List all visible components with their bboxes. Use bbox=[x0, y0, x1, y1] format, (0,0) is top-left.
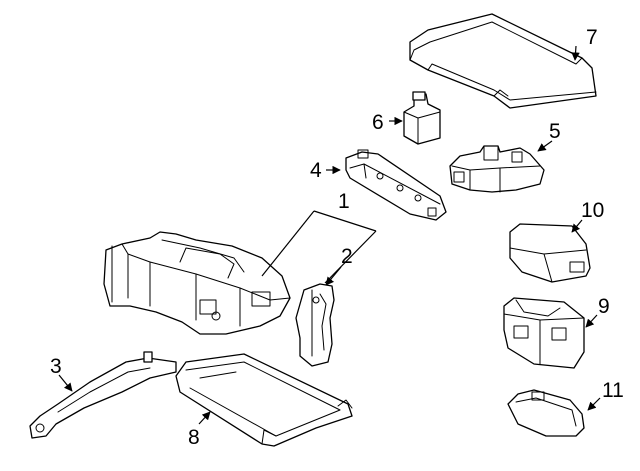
callout-2: 2 bbox=[341, 245, 353, 268]
relay-holder-part bbox=[345, 149, 447, 221]
small-cover-part bbox=[509, 223, 591, 283]
callout-1: 1 bbox=[338, 190, 350, 213]
fuse-holder-part bbox=[503, 297, 585, 369]
callout-labels: 1 2 3 4 5 6 7 8 9 10 11 bbox=[50, 26, 624, 449]
leader-lines bbox=[58, 45, 601, 425]
callout-4: 4 bbox=[310, 159, 322, 182]
callout-5: 5 bbox=[549, 120, 561, 143]
junction-block-bracket-part bbox=[103, 231, 291, 335]
callout-10: 10 bbox=[581, 199, 604, 222]
callout-8: 8 bbox=[188, 426, 200, 449]
fuse-box-cover-part bbox=[409, 13, 597, 109]
small-lid-part bbox=[507, 389, 585, 437]
side-bracket-part bbox=[295, 283, 335, 367]
callout-7: 7 bbox=[586, 26, 598, 49]
relay-part bbox=[403, 91, 441, 145]
callout-3: 3 bbox=[50, 355, 62, 378]
ground-strap-part bbox=[29, 351, 177, 439]
lower-tray-part bbox=[175, 353, 353, 447]
callout-9: 9 bbox=[598, 295, 610, 318]
callout-11: 11 bbox=[602, 379, 624, 402]
callout-6: 6 bbox=[372, 111, 384, 134]
connector-block-part bbox=[449, 145, 545, 193]
